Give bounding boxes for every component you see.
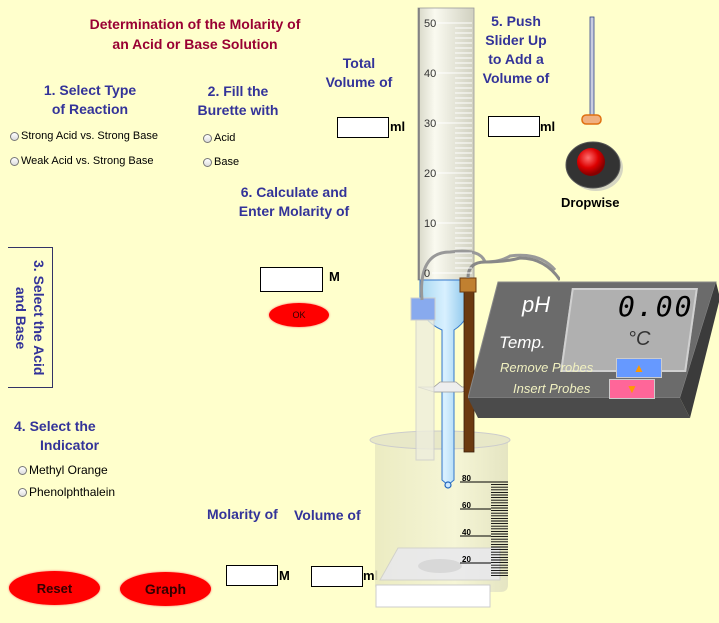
temp-label: Temp.: [499, 333, 546, 352]
step6-line-1: 6. Calculate and: [240, 184, 348, 200]
down-arrow-icon: ▼: [626, 382, 638, 396]
radio-icon[interactable]: [18, 465, 27, 475]
step2-heading: 2. Fill the Burette with: [188, 82, 288, 120]
bottom-volume-input[interactable]: [311, 566, 363, 587]
add-volume-unit: ml: [540, 119, 556, 134]
burette-tick-label: 10: [424, 218, 436, 230]
step3-heading: 3. Select the Acid and Base: [12, 254, 48, 382]
radio-icon[interactable]: [10, 131, 19, 141]
graph-button[interactable]: Graph: [120, 572, 211, 606]
molarity-answer-unit: M: [329, 269, 340, 284]
step4-line-1: 4. Select the: [14, 418, 96, 434]
burette-tip: [444, 481, 452, 489]
total-volume-unit: ml: [390, 119, 406, 134]
burette-tick-label: 50: [424, 18, 436, 30]
red-button-icon[interactable]: [577, 148, 605, 176]
bottom-molarity-input[interactable]: [226, 565, 278, 586]
step2-line-1: 2. Fill the: [207, 83, 269, 99]
beaker-tick-label: 40: [462, 528, 471, 537]
burette-scale: 50 40 30 20 10 0: [424, 18, 472, 280]
beaker-scale: 80 60 40 20: [460, 474, 508, 577]
radio-icon[interactable]: [203, 157, 212, 167]
title-line-2: an Acid or Base Solution: [112, 36, 278, 52]
total-volume-line-2: Volume of: [325, 74, 393, 90]
up-arrow-icon: ▲: [633, 361, 645, 375]
molarity-answer-input[interactable]: [260, 267, 323, 292]
ok-button[interactable]: OK: [269, 303, 329, 327]
indicator-option-phenolphthalein[interactable]: Phenolphthalein: [18, 485, 115, 499]
fill-option-acid[interactable]: Acid: [203, 132, 235, 144]
option-label: Strong Acid vs. Strong Base: [21, 130, 158, 142]
step1-line-2: of Reaction: [51, 101, 129, 117]
reaction-option-weak[interactable]: Weak Acid vs. Strong Base: [10, 155, 153, 167]
bottom-molarity-unit: M: [279, 568, 290, 583]
insert-probes-button[interactable]: ▼: [609, 379, 655, 399]
bottom-volume-unit: ml: [363, 568, 379, 583]
dropwise-button[interactable]: [563, 138, 633, 196]
reaction-option-strong[interactable]: Strong Acid vs. Strong Base: [10, 130, 158, 142]
option-label: Methyl Orange: [29, 463, 108, 477]
step5-heading: 5. Push Slider Up to Add a Volume of: [478, 12, 554, 88]
burette-tick-label: 40: [424, 68, 436, 80]
total-volume-input[interactable]: [337, 117, 389, 138]
reset-button[interactable]: Reset: [9, 571, 100, 605]
burette: [417, 7, 475, 281]
step5-line-4: Volume of: [482, 70, 550, 86]
page-title: Determination of the Molarity of an Acid…: [70, 14, 320, 54]
step5-line-2: Slider Up: [485, 32, 547, 48]
ph-reading: 0.00: [618, 290, 694, 323]
beaker-tick-label: 80: [462, 474, 471, 483]
volume-slider[interactable]: [575, 14, 609, 129]
step2-line-2: Burette with: [197, 102, 279, 118]
ph-probe-cap: [410, 297, 436, 321]
ph-meter: pH 0.00 Temp. °C Remove Probes ▲ Insert …: [468, 278, 719, 424]
total-volume-line-1: Total: [342, 55, 376, 71]
step1-line-1: 1. Select Type: [43, 82, 137, 98]
beaker-tick-label: 20: [462, 555, 471, 564]
step6-line-2: Enter Molarity of: [238, 203, 350, 219]
stir-bar: [418, 559, 462, 573]
indicator-option-methyl-orange[interactable]: Methyl Orange: [18, 463, 108, 477]
beaker-tick-label: 60: [462, 501, 471, 510]
option-label: Acid: [214, 132, 236, 144]
radio-icon[interactable]: [203, 133, 212, 143]
step5-line-3: to Add a: [488, 51, 544, 67]
temp-unit: °C: [628, 328, 651, 350]
bottom-molarity-label: Molarity of: [207, 506, 278, 522]
beaker-rim: [369, 430, 511, 450]
radio-icon[interactable]: [10, 156, 19, 166]
fill-option-base[interactable]: Base: [203, 156, 239, 168]
option-label: Weak Acid vs. Strong Base: [21, 155, 154, 167]
slider-handle[interactable]: [581, 114, 602, 125]
burette-tick-label: 30: [424, 118, 436, 130]
insert-probes-label: Insert Probes: [513, 381, 591, 396]
remove-probes-label: Remove Probes: [500, 360, 594, 375]
total-volume-heading: Total Volume of: [315, 54, 403, 92]
bottom-volume-label: Volume of: [294, 507, 361, 523]
dropwise-label: Dropwise: [561, 195, 620, 210]
option-label: Base: [214, 156, 240, 168]
stir-plate-base: [375, 584, 491, 608]
option-label: Phenolphthalein: [29, 485, 116, 499]
step4-heading: 4. Select the Indicator: [14, 417, 99, 455]
step3-line-1: 3. Select the Acid: [31, 260, 47, 376]
title-line-1: Determination of the Molarity of: [89, 16, 301, 32]
step5-line-1: 5. Push: [491, 13, 541, 29]
slider-track[interactable]: [589, 16, 595, 118]
step3-line-2: and Base: [13, 286, 29, 350]
step4-line-2: Indicator: [40, 437, 100, 453]
ph-label: pH: [522, 292, 551, 317]
burette-tick-label: 0: [424, 268, 430, 280]
add-volume-input[interactable]: [488, 116, 540, 137]
radio-icon[interactable]: [18, 487, 27, 497]
step1-heading: 1. Select Type of Reaction: [40, 81, 140, 119]
burette-tick-label: 20: [424, 168, 436, 180]
remove-probes-button[interactable]: ▲: [616, 358, 662, 378]
select-acid-base-panel[interactable]: 3. Select the Acid and Base: [8, 247, 53, 388]
step6-heading: 6. Calculate and Enter Molarity of: [233, 183, 355, 221]
